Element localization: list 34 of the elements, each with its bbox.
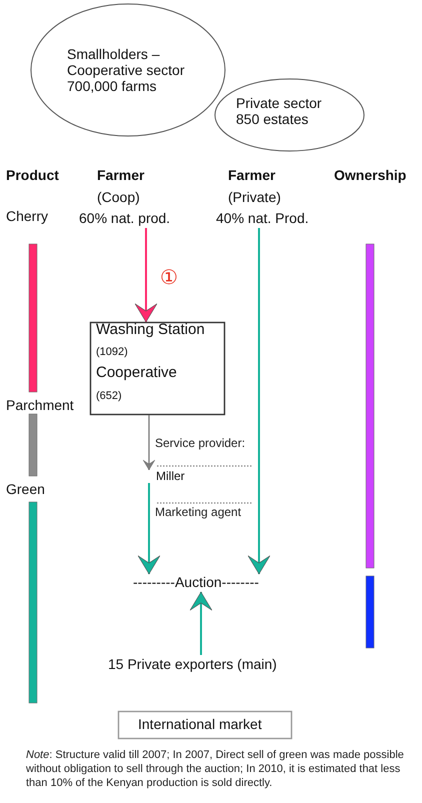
arrow [134,228,158,322]
process-box [90,322,225,415]
node-text: Miller [156,470,185,484]
stage-label: Cherry [6,208,48,226]
node-text: International market [138,716,262,732]
node-text: 40% nat. Prod. [216,210,309,226]
column-heading: Farmer [228,167,276,184]
arrow [190,592,212,655]
stage-label: Green [6,481,45,498]
node-text: ---------Auction-------- [133,574,259,590]
column-heading: Ownership [334,167,406,184]
callout-number: ① [160,266,178,291]
process-box [118,711,292,739]
node-text: 15 Private exporters (main) [108,656,277,672]
node-text: (Coop) [97,189,140,206]
note-text: Note: Structure valid till 2007; In 2007, Direct sell of green was made possible without obligation to sell through the auction; In 2010, it is estimated that less than 10% of the Kenyan production is sold directly. [26,749,405,790]
service-label: Marketing agent [155,505,242,520]
node-text: (Private) [228,189,281,206]
sector-ellipse [214,78,365,152]
node-text: Smallholders – Cooperative sector 700,000 farms [67,46,186,94]
arrow [248,228,270,574]
node-text: Private sector 850 estates [236,95,323,128]
node-text: (652) [96,390,122,403]
service-label: Service provider: [155,436,246,451]
node-text: Washing Station [96,321,205,338]
node-text: Cooperative [96,364,177,382]
arrow [142,415,156,470]
node-text: 60% nat. prod. [79,210,170,226]
column-heading: Product [6,167,59,184]
arrow [138,483,160,574]
node-text: (1092) [96,346,128,359]
column-heading: Farmer [97,167,144,184]
stage-label: Parchment [6,397,74,414]
sector-ellipse [30,3,226,137]
